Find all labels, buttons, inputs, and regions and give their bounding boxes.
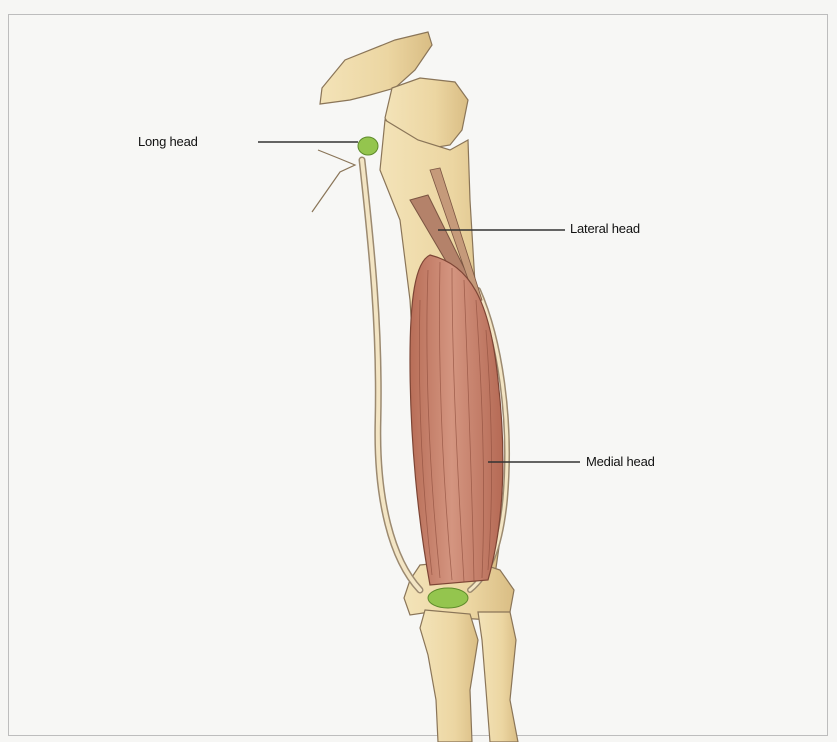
label-long-head: Long head — [138, 134, 198, 149]
olecranon-insertion — [428, 588, 468, 608]
triceps-muscle — [410, 255, 503, 585]
long-head-origin — [358, 137, 378, 155]
label-medial-head: Medial head — [586, 454, 655, 469]
label-lateral-head: Lateral head — [570, 221, 640, 236]
forearm-bones — [420, 610, 518, 742]
